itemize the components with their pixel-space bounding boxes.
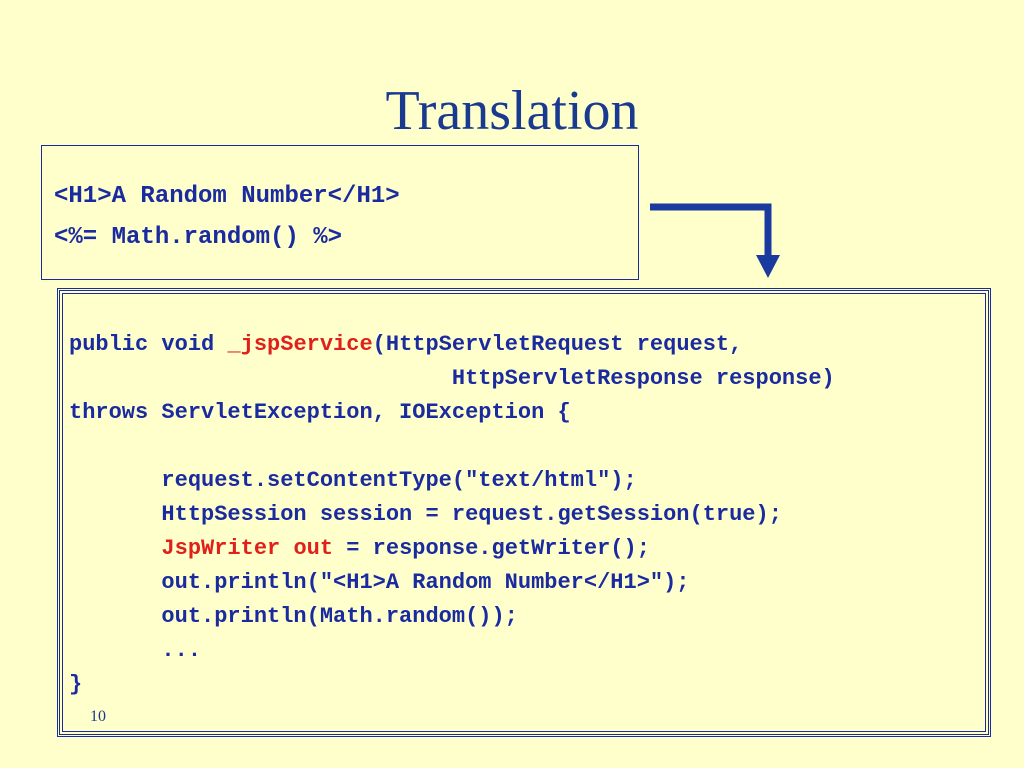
jsp-source-box: <H1>A Random Number</H1> <%= Math.random… xyxy=(41,145,639,280)
jsp-source-code: <H1>A Random Number</H1> <%= Math.random… xyxy=(54,176,400,258)
code-line-11: } xyxy=(69,672,83,697)
code-line-8: out.println("<H1>A Random Number</H1>"); xyxy=(69,570,690,595)
code-line-9: out.println(Math.random()); xyxy=(69,604,518,629)
slide-title: Translation xyxy=(385,80,639,142)
jsp-writer-type: JspWriter xyxy=(161,536,281,561)
servlet-code-box: public void _jspService(HttpServletReque… xyxy=(57,288,991,737)
code-line-3: throws ServletException, IOException { xyxy=(69,400,571,425)
code-line-5: request.setContentType("text/html"); xyxy=(69,468,637,493)
code-line-7: JspWriter out = response.getWriter(); xyxy=(161,536,650,561)
code-line-10: ... xyxy=(69,638,202,663)
code-line-1: public void _jspService(HttpServletReque… xyxy=(69,332,743,357)
code-line-6: HttpSession session = request.getSession… xyxy=(69,502,782,527)
jsp-line: <H1>A Random Number</H1> xyxy=(54,183,400,210)
servlet-code-inner-border xyxy=(62,293,986,732)
page-number: 10 xyxy=(90,708,106,725)
out-variable: out xyxy=(293,536,334,561)
code-line-2: HttpServletResponse response) xyxy=(69,366,835,391)
jsp-service-method-name: _jspService xyxy=(227,332,373,357)
servlet-code: public void _jspService(HttpServletReque… xyxy=(69,328,835,702)
jsp-line: <%= Math.random() %> xyxy=(54,224,343,251)
translation-arrow-icon xyxy=(650,203,780,278)
